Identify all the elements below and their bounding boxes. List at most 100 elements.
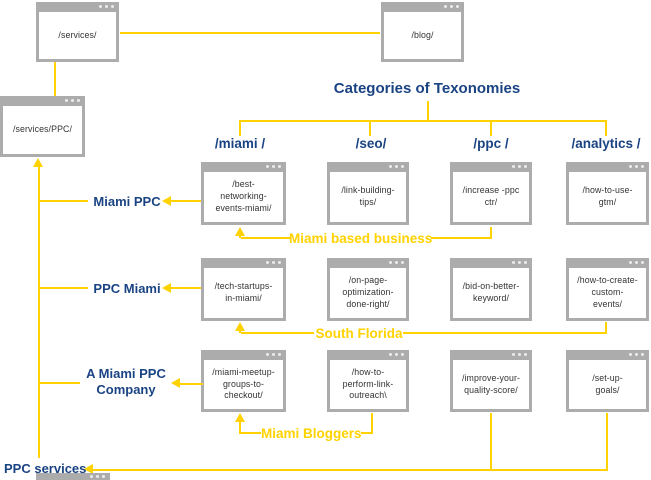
window-url: /miami-meetup- groups-to- checkout/ (204, 360, 283, 409)
arrowhead-up-icon (235, 322, 245, 331)
connector-line (490, 121, 492, 136)
connector-line (605, 322, 607, 334)
annotation-miami-based-business: Miami based business (289, 231, 433, 246)
window-dots-icon (389, 261, 404, 264)
connector-line (241, 432, 261, 434)
window-url: /how-to-create- custom- events/ (569, 268, 646, 318)
arrowhead-left-icon (171, 378, 180, 388)
window-page: /miami-meetup- groups-to- checkout/ (201, 350, 286, 412)
connector-line (241, 332, 314, 334)
window-titlebar (450, 350, 532, 360)
window-titlebar-cutoff (36, 473, 110, 480)
window-titlebar (201, 350, 286, 360)
window-titlebar (566, 258, 649, 268)
window-blog: /blog/ (381, 2, 464, 62)
window-titlebar (0, 96, 85, 106)
connector-line (39, 382, 80, 384)
arrowhead-up-icon (235, 227, 245, 236)
window-titlebar (327, 258, 409, 268)
arrowhead-left-icon (162, 283, 171, 293)
window-page: /link-building- tips/ (327, 162, 409, 225)
window-dots-icon (266, 165, 281, 168)
window-titlebar (201, 162, 286, 172)
window-url: /best- networking- events-miami/ (204, 172, 283, 222)
window-url: /services/PPC/ (3, 106, 82, 154)
window-page: /set-up- goals/ (566, 350, 649, 412)
side-label-ppc-services: PPC services (4, 461, 87, 476)
window-url: /on-page- optimization- done-right/ (330, 268, 406, 318)
connector-line (39, 287, 88, 289)
connector-line (371, 413, 373, 434)
window-page: /how-to-use- gtm/ (566, 162, 649, 225)
side-label-ppc-miami: PPC Miami (93, 281, 161, 296)
window-dots-icon (512, 165, 527, 168)
window-dots-icon (266, 261, 281, 264)
window-url: /link-building- tips/ (330, 172, 406, 222)
connector-line (241, 237, 291, 239)
arrowhead-left-icon (84, 464, 93, 474)
window-services-ppc: /services/PPC/ (0, 96, 85, 157)
window-dots-icon (512, 261, 527, 264)
window-titlebar (36, 2, 119, 12)
window-page: /how-to-create- custom- events/ (566, 258, 649, 321)
arrowhead-up-icon (235, 413, 245, 422)
window-dots-icon (389, 353, 404, 356)
connector-line (490, 413, 492, 471)
window-dots-icon (629, 261, 644, 264)
window-titlebar (566, 162, 649, 172)
category-seo: /seo/ (355, 136, 387, 151)
connector-line (605, 121, 607, 136)
connector-line (39, 200, 88, 202)
window-dots-icon (90, 475, 105, 478)
window-dots-icon (266, 353, 281, 356)
connector-line (403, 332, 607, 334)
annotation-miami-bloggers: Miami Bloggers (261, 426, 362, 441)
arrowhead-left-icon (162, 196, 171, 206)
window-titlebar (450, 162, 532, 172)
window-page: /best- networking- events-miami/ (201, 162, 286, 225)
window-titlebar (201, 258, 286, 268)
window-page: /tech-startups- in-miami/ (201, 258, 286, 321)
connector-line (180, 383, 203, 385)
window-titlebar (566, 350, 649, 360)
window-titlebar (327, 350, 409, 360)
window-url: /bid-on-better- keyword/ (453, 268, 529, 318)
window-url: /tech-startups- in-miami/ (204, 268, 283, 318)
window-page: /improve-your- quality-score/ (450, 350, 532, 412)
annotation-south-florida: South Florida (315, 326, 403, 341)
window-page: /how-to- perform-link- outreach\ (327, 350, 409, 412)
connector-line (239, 330, 241, 333)
window-page: /increase -ppc ctr/ (450, 162, 532, 225)
connector-line (427, 101, 429, 120)
connector-line (171, 287, 201, 289)
window-page: /on-page- optimization- done-right/ (327, 258, 409, 321)
connector-line (239, 235, 241, 238)
window-url: /how-to-use- gtm/ (569, 172, 646, 222)
window-url: /how-to- perform-link- outreach\ (330, 360, 406, 409)
window-dots-icon (629, 353, 644, 356)
window-page: /bid-on-better- keyword/ (450, 258, 532, 321)
window-dots-icon (389, 165, 404, 168)
connector-line (239, 421, 241, 434)
category-analytics: /analytics / (571, 136, 641, 151)
arrowhead-up-icon (33, 158, 43, 167)
window-dots-icon (512, 353, 527, 356)
diagram-title: Categories of Texonomies (333, 80, 521, 97)
window-dots-icon (99, 5, 114, 8)
window-titlebar (327, 162, 409, 172)
connector-line (171, 200, 201, 202)
window-titlebar (450, 258, 532, 268)
connector-line (369, 121, 371, 136)
window-url: /improve-your- quality-score/ (453, 360, 529, 409)
window-url: /blog/ (384, 12, 461, 59)
connector-line (38, 166, 40, 458)
window-dots-icon (444, 5, 459, 8)
window-url: /set-up- goals/ (569, 360, 646, 409)
connector-line (120, 32, 380, 34)
category-ppc: /ppc / (473, 136, 509, 151)
window-dots-icon (629, 165, 644, 168)
connector-line (239, 120, 607, 122)
window-dots-icon (65, 99, 80, 102)
connector-line (93, 469, 608, 471)
